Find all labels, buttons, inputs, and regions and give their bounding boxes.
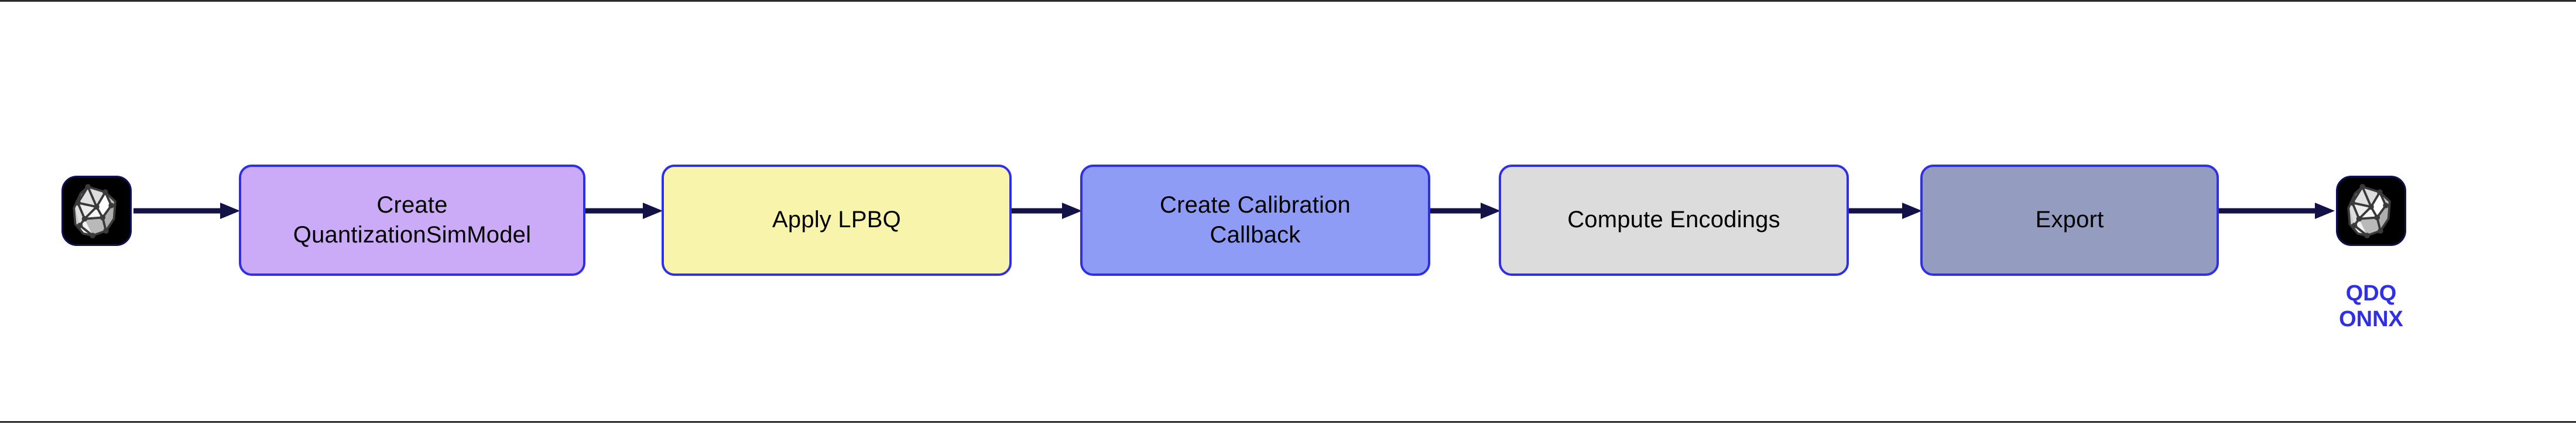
node-label: Create Calibration Callback [1160, 192, 1351, 248]
node-label: Apply LPBQ [772, 207, 901, 233]
node-label: Export [2035, 207, 2104, 233]
connector-callback-to-encodings [1430, 201, 1501, 221]
onnx-logo-icon-end [2336, 176, 2406, 246]
top-border-rule [0, 0, 2576, 2]
node-create-calibration-callback[interactable]: Create Calibration Callback [1080, 165, 1430, 276]
bottom-border-rule [0, 421, 2576, 423]
node-export[interactable]: Export [1920, 165, 2219, 276]
connector-export-to-onnx [2219, 201, 2335, 221]
connector-sim-to-lpbq [585, 201, 663, 221]
onnx-logo-icon-start [61, 176, 132, 246]
node-label: Compute Encodings [1567, 207, 1780, 233]
node-label: Create QuantizationSimModel [293, 192, 532, 248]
connector-encodings-to-export [1849, 201, 1922, 221]
connector-lpbq-to-callback [1012, 201, 1082, 221]
node-compute-encodings[interactable]: Compute Encodings [1499, 165, 1849, 276]
node-apply-lpbq[interactable]: Apply LPBQ [662, 165, 1012, 276]
connector-start-to-sim [133, 201, 240, 221]
output-format-caption: QDQ ONNX [2339, 281, 2403, 331]
node-create-quantizationsimmodel[interactable]: Create QuantizationSimModel [239, 165, 585, 276]
